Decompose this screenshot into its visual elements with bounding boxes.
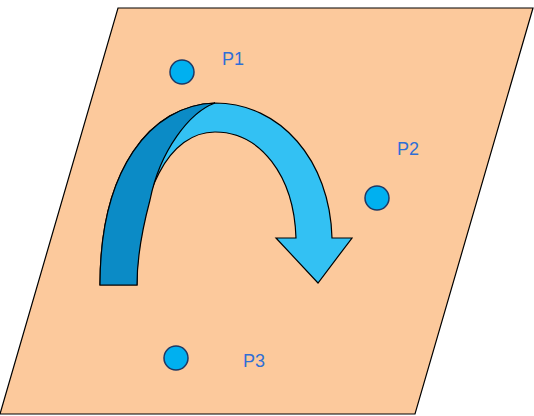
point-dot	[170, 60, 194, 84]
point-dot	[365, 186, 389, 210]
plane	[0, 8, 533, 414]
point-label: P2	[397, 139, 419, 161]
rotation-arrow	[100, 103, 352, 285]
arrow-shade	[100, 103, 215, 285]
point-label: P3	[243, 351, 265, 373]
point-dot	[164, 346, 188, 370]
point-label: P1	[222, 49, 244, 71]
